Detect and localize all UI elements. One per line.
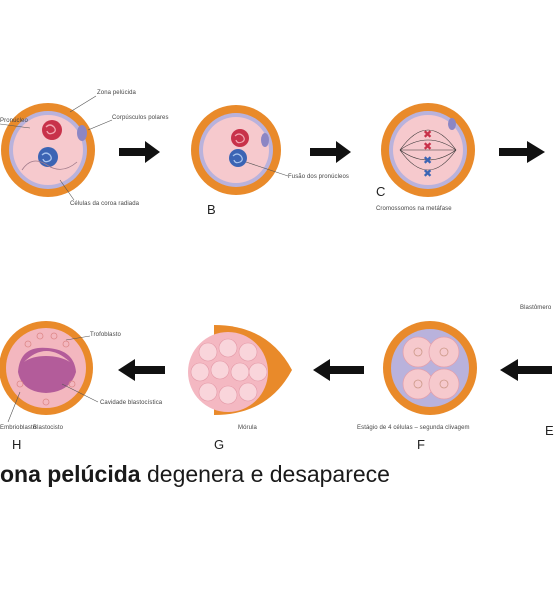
male-pronucleus bbox=[38, 147, 58, 167]
label-embrioblasto: Embrioblasto bbox=[0, 425, 37, 431]
blastomere bbox=[402, 336, 434, 368]
blastomere bbox=[402, 368, 434, 400]
female-pronucleus bbox=[42, 120, 62, 140]
label-corpusculos-polares: Corpúsculos polares bbox=[112, 115, 169, 121]
label-line bbox=[69, 95, 97, 113]
polar-body bbox=[77, 125, 87, 141]
label-line bbox=[0, 123, 31, 129]
stage-g-letter: G bbox=[214, 437, 225, 452]
female-pronucleus bbox=[231, 129, 249, 147]
chromosome-red: ✖ bbox=[423, 141, 432, 153]
arrow-right-2 bbox=[310, 141, 351, 163]
stage-b-letter: B bbox=[207, 202, 216, 217]
arrow-left-3 bbox=[500, 359, 552, 381]
caption-bold: ona pelúcida bbox=[0, 461, 141, 487]
chromosome-red: ✖ bbox=[423, 129, 432, 141]
label-metafase: Cromossomos na metáfase bbox=[376, 206, 452, 212]
label-morula: Mórula bbox=[238, 425, 257, 431]
stage-g-morula bbox=[188, 325, 292, 415]
stage-b-fusion bbox=[191, 105, 289, 195]
label-quatro-celulas: Estágio de 4 células – segunda clivagem bbox=[357, 425, 470, 431]
label-zona-pelucida: Zona pelúcida bbox=[97, 90, 136, 96]
arrow-left-2 bbox=[313, 359, 364, 381]
blastomere bbox=[428, 368, 460, 400]
stage-f-four-cell bbox=[383, 321, 477, 415]
label-line bbox=[59, 179, 75, 201]
stage-h-letter: H bbox=[12, 437, 22, 452]
blastocyst-cavity bbox=[18, 347, 76, 393]
blastomere bbox=[428, 336, 460, 368]
male-pronucleus bbox=[229, 149, 247, 167]
label-line bbox=[87, 119, 113, 131]
chromosome-blue: ✖ bbox=[423, 155, 432, 167]
polar-body bbox=[261, 133, 269, 147]
label-line bbox=[245, 161, 289, 177]
caption-rest: degenera e desaparece bbox=[140, 461, 390, 487]
chromosome-blue: ✖ bbox=[423, 168, 432, 180]
label-coroa-radiada: Células da coroa radiada bbox=[70, 201, 140, 207]
spindle bbox=[399, 129, 457, 151]
stage-c-letter: C bbox=[376, 184, 386, 199]
stage-a-zygote bbox=[0, 95, 113, 201]
stage-c-metaphase: ✖ ✖ ✖ ✖ bbox=[381, 103, 475, 197]
label-trofoblasto: Trofoblasto bbox=[90, 332, 121, 338]
embryoblast bbox=[24, 351, 70, 362]
chromatin-red bbox=[45, 124, 56, 135]
stage-h-blastocyst bbox=[0, 321, 99, 423]
label-line bbox=[65, 335, 91, 341]
label-line bbox=[61, 383, 99, 403]
label-fusao-pronucleos: Fusão dos pronúcleos bbox=[288, 174, 350, 180]
perivitelline-space bbox=[391, 329, 469, 407]
stage-f-letter: F bbox=[417, 437, 425, 452]
polar-body bbox=[448, 118, 456, 130]
label-blastomero: Blastômero bbox=[520, 305, 552, 311]
label-line bbox=[7, 391, 21, 423]
label-pronucleo: Pronúcleo bbox=[0, 118, 28, 124]
chromatin-blue bbox=[41, 152, 52, 163]
caption: ona pelúcida degenera e desaparece bbox=[0, 461, 390, 488]
arrow-left-1 bbox=[118, 359, 165, 381]
arrow-right-3 bbox=[499, 141, 545, 163]
sperm-tail bbox=[21, 160, 78, 171]
label-cavidade: Cavidade blastocística bbox=[100, 400, 163, 406]
label-blastocisto: Blastocisto bbox=[33, 425, 64, 431]
stage-e-letter: E bbox=[545, 423, 554, 438]
arrow-right-1 bbox=[119, 141, 160, 163]
